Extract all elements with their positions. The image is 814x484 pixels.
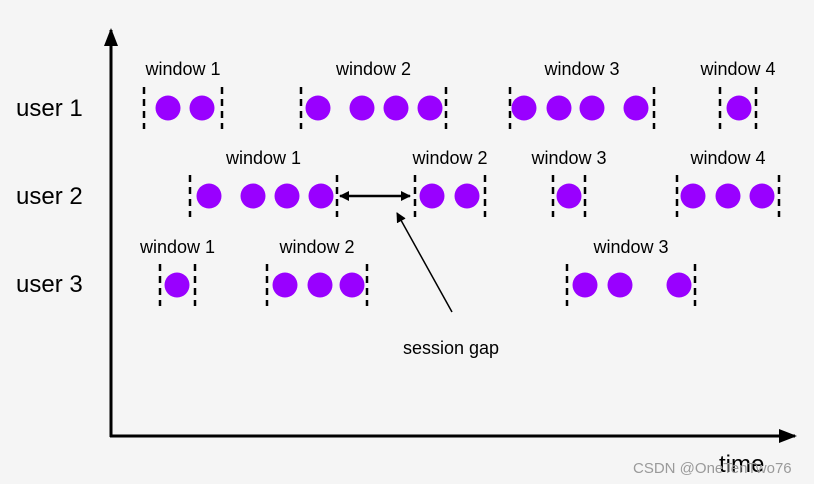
event-dot (189, 95, 215, 121)
event-dot (305, 95, 331, 121)
event-dot (511, 95, 537, 121)
window-label: window 3 (592, 237, 668, 257)
user-2-label: user 2 (16, 183, 83, 210)
event-dot (607, 272, 633, 298)
windows-layer: window 1 window 2 window 3 window 4 window 1… (139, 59, 781, 306)
window-label: window 2 (335, 59, 411, 79)
window-label: window 3 (530, 148, 606, 168)
event-dot (419, 183, 445, 209)
user-1-window-3: window 3 (508, 59, 656, 129)
user-3-window-3: window 3 (565, 237, 697, 306)
event-dot (383, 95, 409, 121)
session-gap-label: session gap (403, 338, 499, 358)
event-dot (666, 272, 692, 298)
window-label: window 2 (411, 148, 487, 168)
event-dot (339, 272, 365, 298)
event-dot (454, 183, 480, 209)
user-2-window-1: window 1 (188, 148, 339, 217)
watermark: CSDN @OneTenTwo76 (633, 460, 792, 477)
event-dot (546, 95, 572, 121)
event-dot (164, 272, 190, 298)
user-1-label: user 1 (16, 95, 83, 122)
user-1-window-4: window 4 (699, 59, 776, 129)
user-3-window-1: window 1 (139, 237, 215, 306)
window-label: window 4 (689, 148, 765, 168)
event-dot (579, 95, 605, 121)
window-label: window 1 (144, 59, 220, 79)
user-1-window-2: window 2 (299, 59, 448, 129)
event-dot (680, 183, 706, 209)
event-dot (715, 183, 741, 209)
user-2-window-4: window 4 (675, 148, 781, 217)
event-dot (196, 183, 222, 209)
event-dot (308, 183, 334, 209)
event-dot (726, 95, 752, 121)
window-label: window 4 (699, 59, 775, 79)
event-dot (749, 183, 775, 209)
user-2-window-3: window 3 (530, 148, 607, 217)
event-dot (274, 183, 300, 209)
event-dot (307, 272, 333, 298)
window-label: window 2 (278, 237, 354, 257)
event-dot (272, 272, 298, 298)
user-3-window-2: window 2 (265, 237, 369, 306)
event-dot (417, 95, 443, 121)
user-1-window-1: window 1 (142, 59, 224, 129)
user-3-label: user 3 (16, 271, 83, 298)
window-label: window 1 (225, 148, 301, 168)
session-gap-pointer-arrow (396, 212, 453, 313)
event-dot (349, 95, 375, 121)
window-label: window 1 (139, 237, 215, 257)
event-dot (240, 183, 266, 209)
event-dot (623, 95, 649, 121)
x-axis-label: time (719, 451, 764, 478)
event-dot (572, 272, 598, 298)
window-label: window 3 (543, 59, 619, 79)
event-dot (556, 183, 582, 209)
event-dot (155, 95, 181, 121)
user-2-window-2: window 2 (411, 148, 488, 217)
